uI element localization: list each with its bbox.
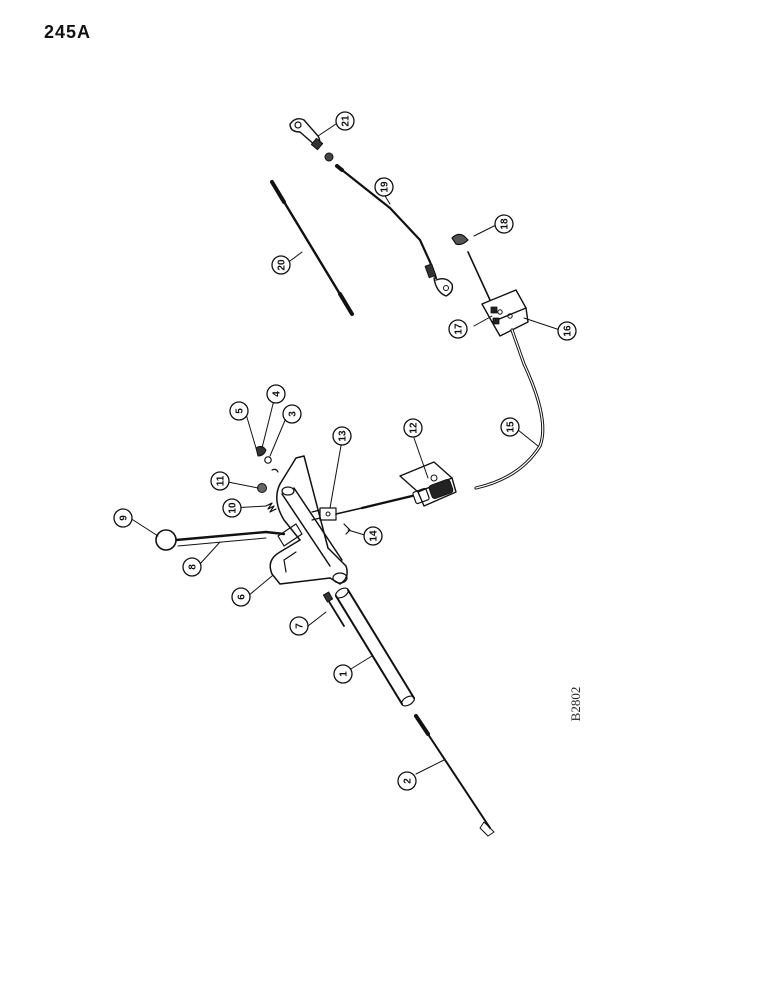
- callout-18: 18: [500, 218, 511, 230]
- callout-15: 15: [506, 421, 517, 433]
- callout-8: 8: [188, 564, 199, 570]
- callout-12: 12: [409, 422, 420, 434]
- cable-end-fittings: [335, 479, 454, 515]
- spring-part: [265, 502, 277, 513]
- page-number: 245A: [44, 22, 92, 42]
- leader-lines: [129, 123, 561, 775]
- cable-bracket-part: [481, 289, 529, 337]
- rod-end-part: [289, 117, 334, 162]
- clamp-nuts-part: [490, 306, 500, 325]
- pivot-bracket-part: [269, 455, 348, 585]
- callout-6: 6: [237, 594, 248, 600]
- cotter-pin-part: [343, 523, 351, 535]
- callout-circles: [113, 111, 577, 791]
- lever-arm-part: [174, 530, 286, 547]
- callout-4: 4: [272, 391, 283, 397]
- nut-part: [257, 483, 267, 493]
- bolt-part: [322, 591, 345, 627]
- callout-17: 17: [454, 323, 465, 335]
- callout-10: 10: [228, 502, 239, 514]
- callout-3: 3: [288, 411, 299, 417]
- clevis-part: [311, 507, 337, 521]
- callout-9: 9: [119, 515, 130, 521]
- control-cable-part: [474, 328, 545, 490]
- long-threaded-rod-part: [414, 714, 495, 837]
- callout-5: 5: [235, 408, 246, 414]
- knob-part: [155, 529, 177, 551]
- small-hardware-parts: [255, 445, 279, 473]
- callout-labels: 21 19 20 18 16 17 15 12 13 14 4 3 5 11 1…: [119, 115, 574, 784]
- drawing-code: B2802: [568, 687, 583, 722]
- link-rod-part: [335, 164, 454, 297]
- threaded-rod-part: [270, 180, 354, 316]
- callout-20: 20: [277, 259, 288, 271]
- callout-1: 1: [339, 671, 350, 677]
- tube-part: [335, 587, 415, 707]
- callout-16: 16: [563, 325, 574, 337]
- callout-14: 14: [369, 530, 380, 542]
- cable-anchor-bracket-part: [399, 461, 457, 507]
- callout-21: 21: [341, 115, 352, 127]
- callout-2: 2: [403, 778, 414, 784]
- callout-13: 13: [338, 430, 349, 442]
- clip-part: [451, 233, 491, 301]
- callout-19: 19: [380, 181, 391, 193]
- callout-7: 7: [295, 623, 306, 629]
- callout-11: 11: [216, 475, 227, 486]
